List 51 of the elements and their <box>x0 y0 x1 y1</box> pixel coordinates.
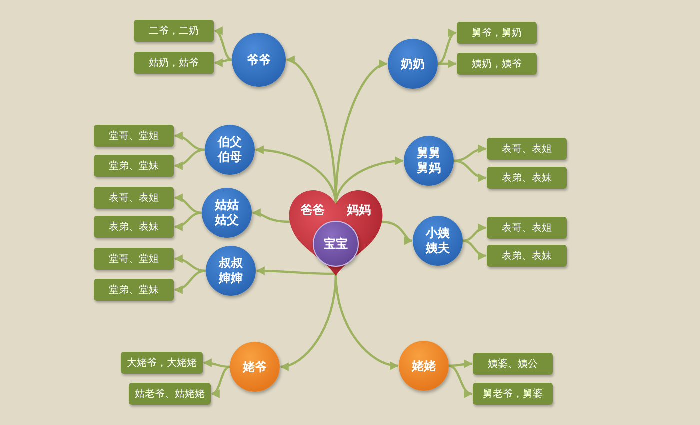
person-circle: 小姨姨夫 <box>413 216 463 266</box>
relative-box: 表哥、表姐 <box>487 217 567 239</box>
person-circle: 奶奶 <box>388 39 438 89</box>
relative-box: 表哥、表姐 <box>94 187 174 209</box>
arrow <box>214 29 232 62</box>
person-circle: 姥爷 <box>230 342 280 392</box>
relative-box: 姑老爷、姑姥姥 <box>129 383 211 405</box>
arrow <box>211 366 230 396</box>
arrow <box>462 224 487 242</box>
arrow <box>174 194 202 214</box>
relative-box: 姨奶，姨爷 <box>457 53 537 75</box>
arrow <box>174 270 206 294</box>
arrow <box>454 160 487 182</box>
relative-box: 堂弟、堂妹 <box>94 155 174 177</box>
arrow <box>438 60 457 68</box>
relative-box: 表哥、表姐 <box>487 138 567 160</box>
relative-box: 堂哥、堂姐 <box>94 125 174 147</box>
relative-box: 表弟、表妹 <box>487 167 567 189</box>
relative-box: 大姥爷，大姥姥 <box>121 352 203 374</box>
arrow <box>252 209 290 224</box>
arrow <box>334 274 399 370</box>
arrow <box>438 31 457 66</box>
arrow <box>462 240 487 260</box>
relative-box: 堂哥、堂姐 <box>94 248 174 270</box>
arrow <box>454 145 487 162</box>
person-circle: 姥姥 <box>399 341 449 391</box>
relative-box: 二爷，二奶 <box>134 20 214 42</box>
arrow <box>174 148 206 170</box>
arrow <box>214 58 232 68</box>
arrow <box>448 364 473 397</box>
relative-box: 堂弟、堂妹 <box>94 279 174 301</box>
person-circle: 伯父伯母 <box>205 125 255 175</box>
person-circle: 舅舅舅妈 <box>404 136 454 186</box>
relative-box: 表弟、表妹 <box>487 245 567 267</box>
relative-box: 姑奶，姑爷 <box>134 52 214 74</box>
person-circle: 叔叔婶婶 <box>206 246 256 296</box>
arrow <box>174 132 206 152</box>
arrow <box>382 220 413 244</box>
person-circle: 姑姑姑父 <box>202 188 252 238</box>
arrow <box>174 255 206 272</box>
relative-box: 舅爷，舅奶 <box>457 22 537 44</box>
relative-box: 姨婆、姨公 <box>473 353 553 375</box>
arrow <box>256 266 336 276</box>
person-circle: 爷爷 <box>232 33 286 87</box>
relative-box: 表弟、表妹 <box>94 216 174 238</box>
relative-box: 舅老爷，舅婆 <box>473 383 553 405</box>
heart-label: 妈妈 <box>346 202 372 219</box>
arrow <box>174 212 202 231</box>
arrow <box>203 358 230 368</box>
arrow <box>448 360 473 369</box>
heart-label: 爸爸 <box>300 202 326 219</box>
